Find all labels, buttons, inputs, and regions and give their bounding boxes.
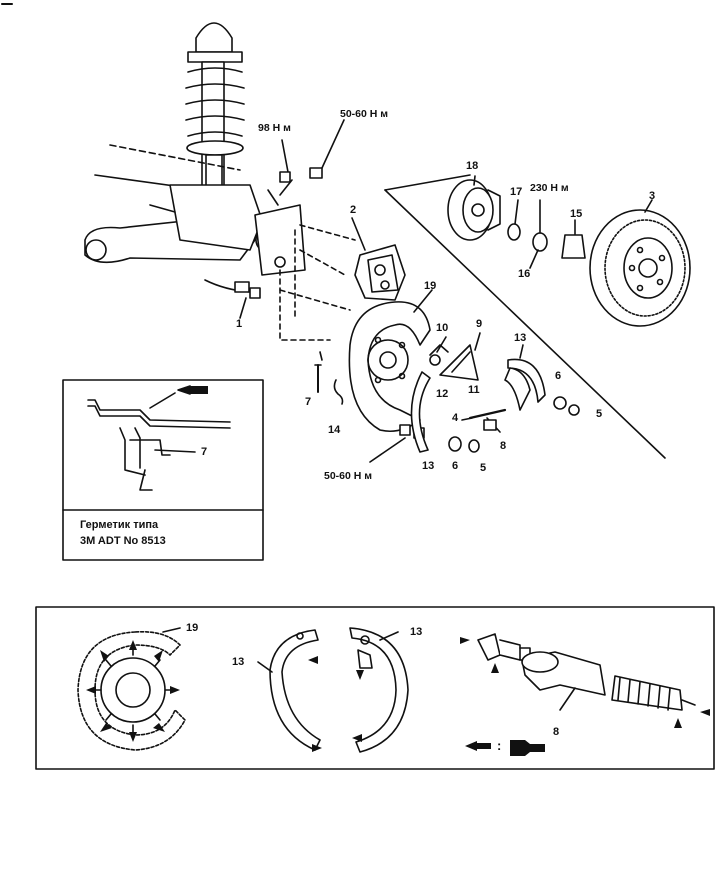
part-label-12: 12 (436, 388, 449, 400)
brake-caliper (354, 244, 406, 301)
part-label-1: 1 (236, 318, 243, 330)
part-label-6-right: 6 (555, 370, 562, 382)
part-label-5-right: 5 (596, 408, 603, 420)
part-label-7-inset: 7 (201, 446, 208, 458)
part-label-13-detail-right: 13 (410, 626, 423, 638)
adjuster-detail (477, 633, 696, 711)
knuckle-assembly (84, 144, 306, 276)
part-label-6-bottom: 6 (452, 460, 459, 472)
part-label-14: 14 (328, 424, 341, 436)
part-label-5-bottom: 5 (480, 462, 487, 474)
wheel-hub (447, 179, 501, 241)
part-label-8: 8 (500, 440, 507, 452)
sealant-line-2: 3M ADT No 8513 (80, 535, 166, 547)
part-label-9: 9 (476, 318, 483, 330)
part-label-8-detail: 8 (553, 726, 560, 738)
part-label-13-right: 13 (514, 332, 527, 344)
part-label-10: 10 (436, 322, 449, 334)
part-label-13-left: 13 (422, 460, 435, 472)
brake-shoe-left (410, 371, 431, 453)
brake-shoes-detail (269, 627, 409, 753)
backing-plate-detail (77, 630, 186, 751)
part-label-15: 15 (570, 208, 583, 220)
part-label-2: 2 (350, 204, 357, 216)
part-label-13-detail-left: 13 (232, 656, 245, 668)
brake-disc (589, 209, 691, 327)
torque-label-98: 98 Н м (258, 122, 291, 134)
shock-absorber (185, 22, 245, 196)
brake-hose (204, 279, 261, 299)
parking-brake-lever (429, 344, 479, 381)
part-label-3: 3 (649, 190, 656, 202)
brake-shoe-right (504, 358, 546, 411)
sealant-inset-box (62, 379, 264, 561)
part-label-18: 18 (466, 160, 479, 172)
torque-label-50-60-top: 50-60 Н м (340, 108, 389, 120)
sealant-detail-drawing (87, 392, 231, 491)
torque-label-230: 230 Н м (530, 182, 569, 194)
part-label-19: 19 (424, 280, 437, 292)
part-label-16: 16 (518, 268, 531, 280)
sealant-line-1: Герметик типа (80, 519, 159, 531)
legend-separator: : (497, 738, 502, 753)
part-label-11: 11 (468, 384, 480, 396)
part-label-17: 17 (510, 186, 523, 198)
part-label-7: 7 (305, 396, 312, 408)
torque-label-50-60-bottom: 50-60 Н м (324, 470, 373, 482)
part-label-19-detail: 19 (186, 622, 199, 634)
part-label-4: 4 (452, 412, 459, 424)
